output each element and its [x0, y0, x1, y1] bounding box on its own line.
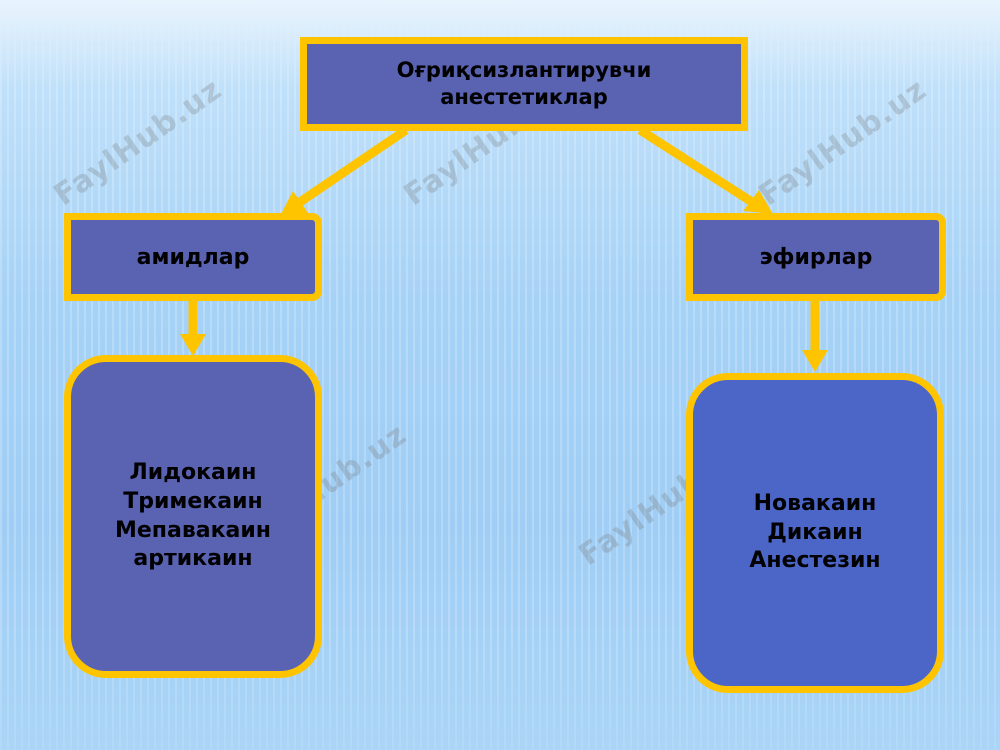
category-label-amides: амидлар [136, 244, 250, 270]
arrow-root-to-esters [637, 126, 755, 206]
root-node-label: Оғриқсизлантирувчи анестетиклар [396, 58, 652, 109]
arrowhead-amides [280, 191, 308, 216]
drug-list-esters-text: Новакаин Дикаин Анестезин [749, 491, 881, 574]
arrowhead-esters-list [802, 350, 828, 372]
category-node-esters: эфирлар [686, 213, 946, 301]
drug-list-amides: Лидокаин Тримекаин Мепавакаин артикаин [64, 355, 322, 678]
root-node: Оғриқсизлантирувчи анестетиклар [300, 37, 748, 131]
category-label-esters: эфирлар [759, 244, 873, 270]
arrow-root-to-amides [297, 126, 409, 206]
category-node-amides: амидлар [64, 213, 322, 301]
arrowhead-esters [743, 190, 773, 214]
drug-list-esters: Новакаин Дикаин Анестезин [686, 373, 944, 693]
drug-list-amides-text: Лидокаин Тримекаин Мепавакаин артикаин [114, 460, 272, 572]
arrowhead-amides-list [180, 334, 206, 356]
